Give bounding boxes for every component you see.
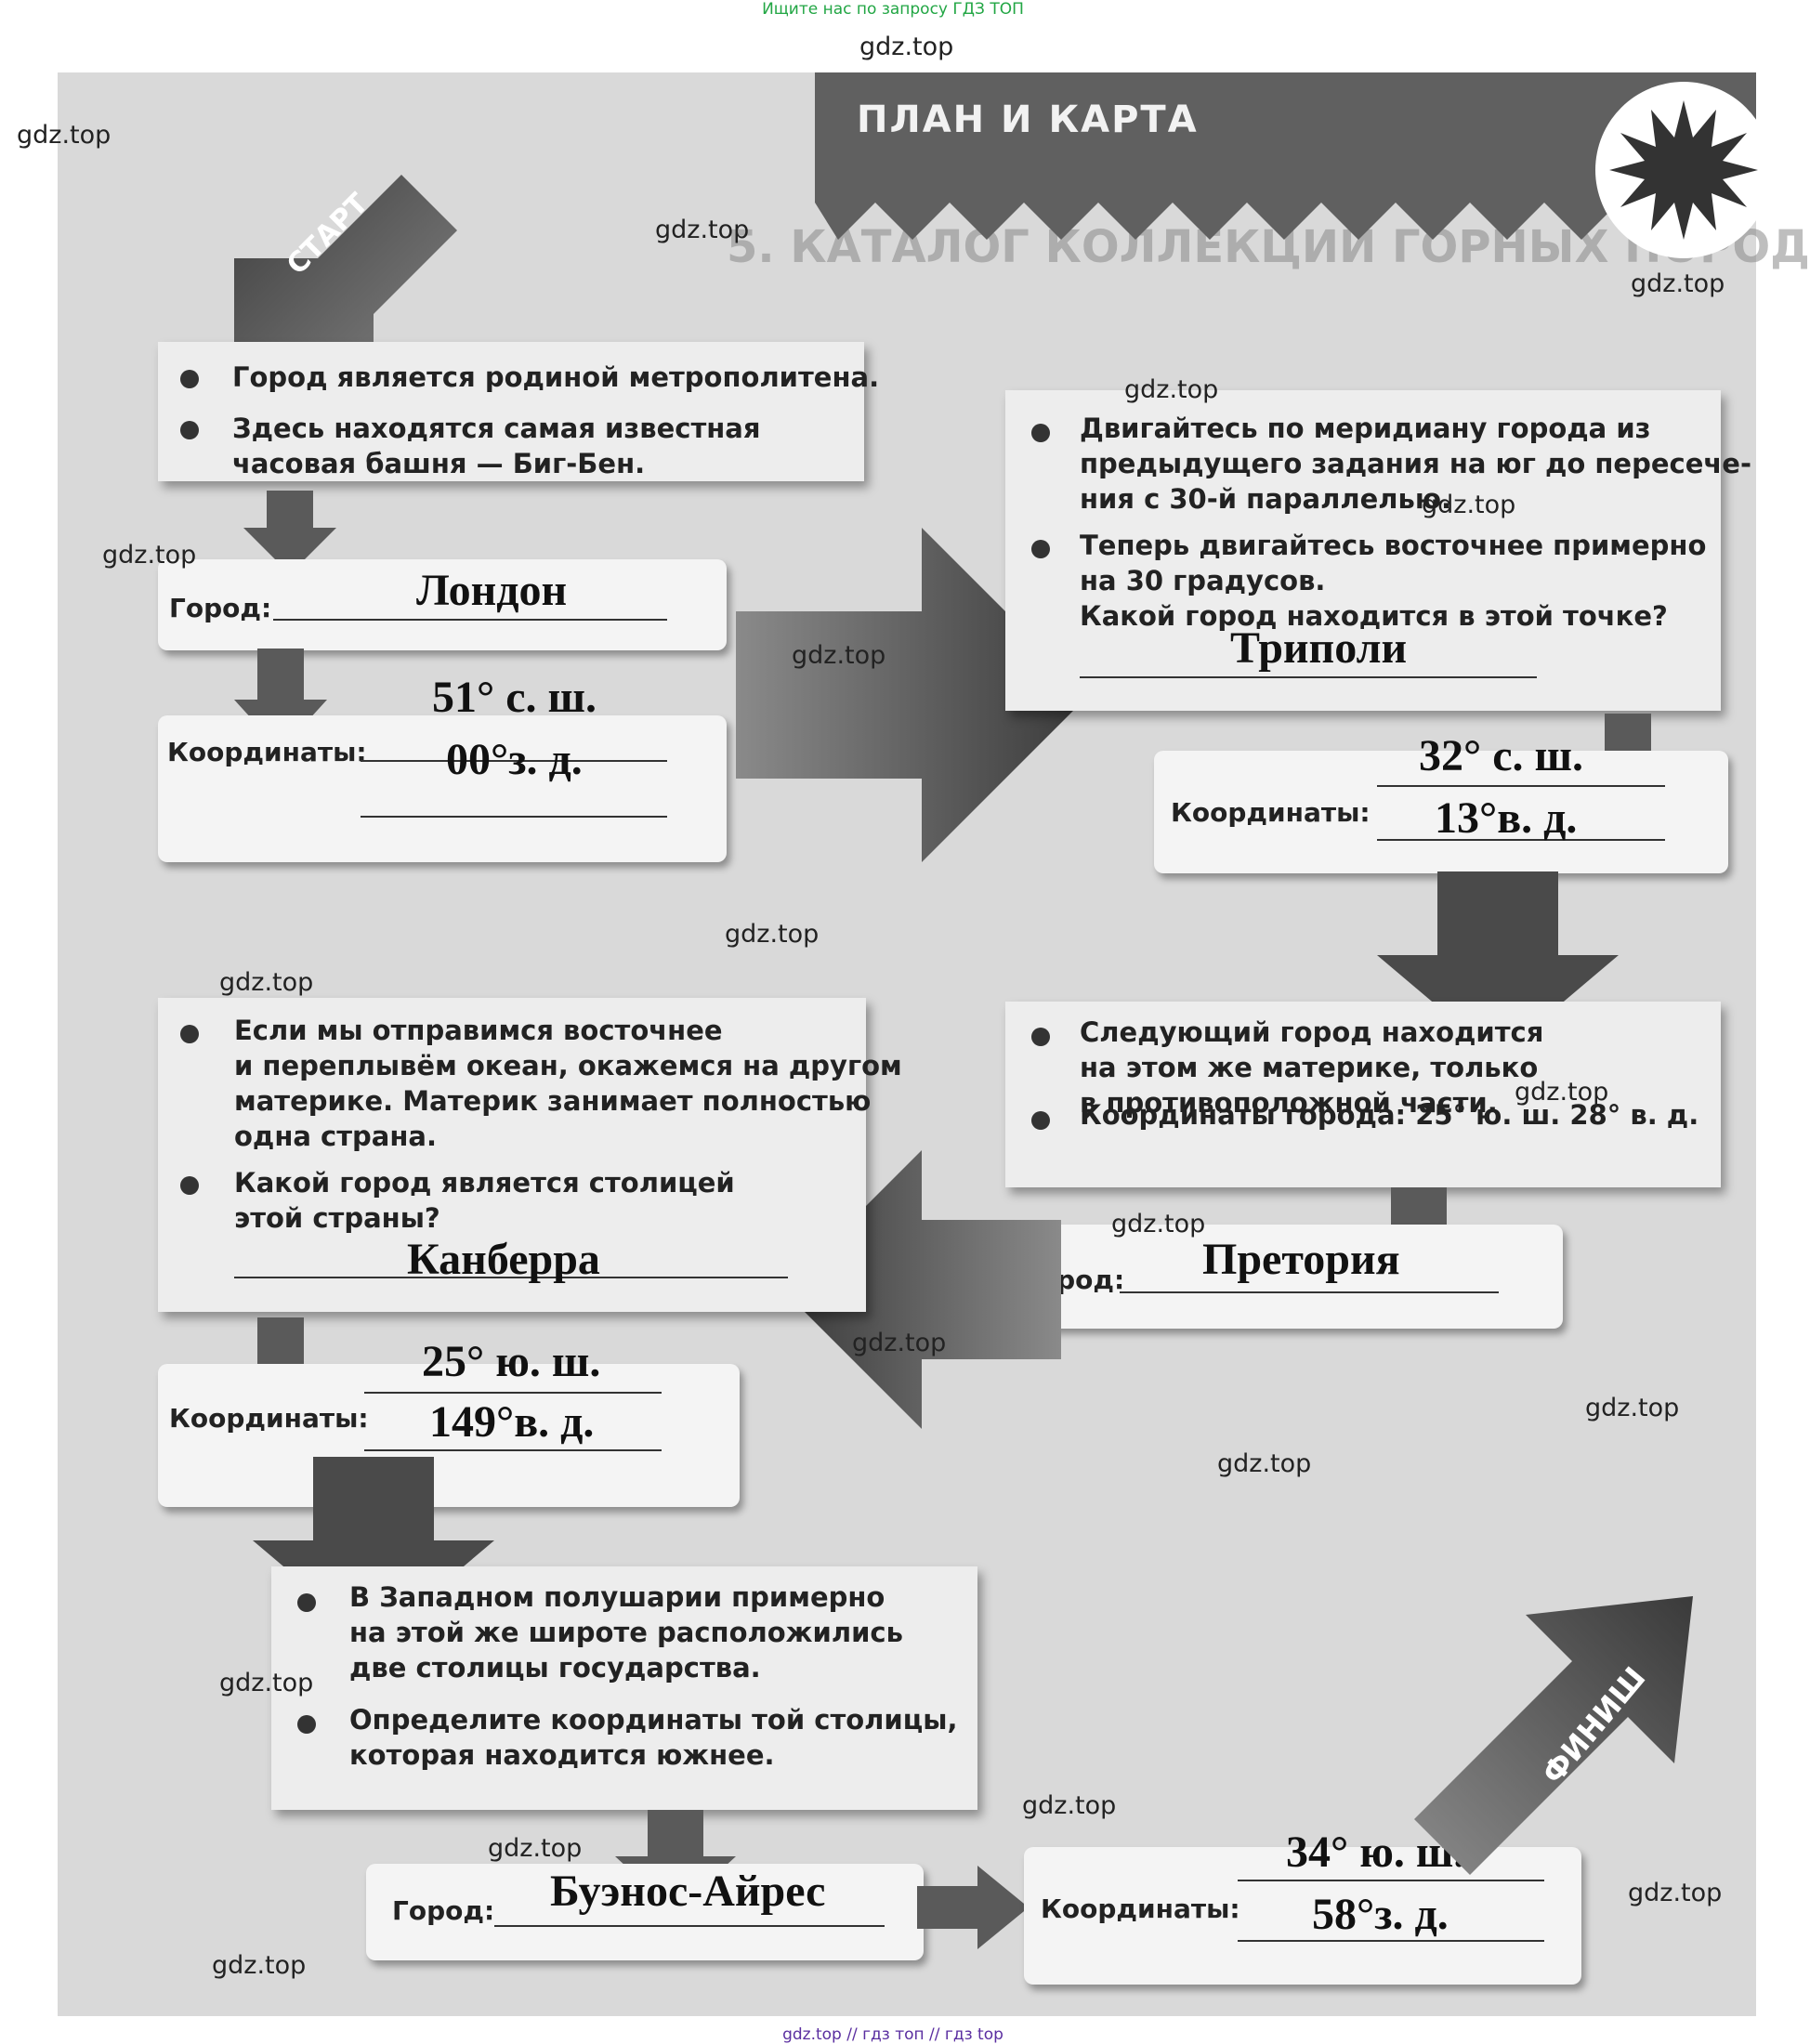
lon-4-answer: 149°в. д. [429,1397,595,1447]
bottom-note: gdz.top // гдз топ // гдз top [782,2025,1003,2044]
answer-line [1080,676,1537,678]
watermark: gdz.top [1628,1879,1723,1907]
city-2-answer: Триполи [1230,623,1408,673]
city-label: Город: [169,593,272,623]
answer-line [494,1925,885,1927]
bullet [297,1593,316,1612]
city-1-answer: Лондон [416,566,568,615]
task-1-bullet-1: Город является родиной метрополитена. [232,361,880,393]
bullet [1031,1028,1050,1046]
watermark: gdz.top [488,1834,583,1863]
task-3-bullet-1: Следующий город находится на этом же мат… [1080,1016,1544,1119]
coords-label: Координаты: [169,1403,369,1434]
watermark: gdz.top [102,541,197,570]
city-5-card [366,1864,924,1960]
right-arrow [917,1866,1029,1949]
city-1-card [158,559,727,650]
lon-5-answer: 58°з. д. [1312,1890,1449,1939]
answer-line [1120,1291,1499,1293]
answer-line [1238,1880,1544,1881]
coords-4-card [158,1364,740,1507]
watermark: gdz.top [1585,1394,1680,1422]
task-3-box [1005,1002,1721,1187]
watermark: gdz.top [852,1329,947,1357]
task-2-bullet-1: Двигайтесь по меридиану города из предыд… [1080,413,1752,515]
coords-2-card [1154,751,1728,873]
answer-line [1377,839,1665,841]
watermark: gdz.top [212,1951,307,1980]
coords-label: Координаты: [167,737,367,767]
coords-1-card [158,715,727,862]
city-4-answer: Канберра [407,1235,600,1284]
bullet [1031,540,1050,558]
down-arrow [253,1457,494,1643]
watermark: gdz.top [859,33,954,61]
city-3-answer: Претория [1202,1235,1400,1284]
task-2-bullet-2: Теперь двигайтесь восточнее примерно на … [1080,530,1707,632]
watermark: gdz.top [1124,375,1219,404]
task-5-bullet-2: Определите координаты той столицы, котор… [349,1704,958,1771]
banner-zigzag [815,203,1756,240]
bullet [1031,424,1050,442]
worksheet-page: 5. КАТАЛОГ КОЛЛЕКЦИЙ ГОРНЫХ ПОРОД ПЛАН И… [58,72,1810,2016]
finish-arrow [1414,1596,1693,1875]
watermark: gdz.top [655,216,750,244]
task-5-bullet-1: В Западном полушарии примерно на этой же… [349,1581,903,1684]
bullet [180,370,199,388]
down-arrow [1377,871,1619,1057]
coords-label: Координаты: [1171,797,1371,828]
bullet [297,1715,316,1734]
watermark: gdz.top [219,1669,314,1697]
lat-1-answer: 51° с. ш. [432,673,597,722]
bullet [180,1176,199,1195]
answer-line [364,1449,662,1451]
task-3-bullet-2: Координаты города: 25° ю. ш. 28° в. д. [1080,1099,1699,1131]
bullet [180,421,199,439]
watermark: gdz.top [792,641,886,670]
answer-line [361,760,667,762]
answer-line [361,816,667,818]
watermark: gdz.top [1515,1078,1609,1107]
star-burst-icon [1595,82,1772,258]
answer-line [234,1277,788,1278]
watermark: gdz.top [1022,1791,1117,1820]
header-title: ПЛАН И КАРТА [857,98,1199,141]
task-4-bullet-2: Какой город является столицей этой стран… [234,1167,735,1234]
city-5-answer: Буэнос-Айрес [550,1867,826,1916]
task-5-box [271,1566,977,1810]
watermark: gdz.top [17,121,111,150]
coords-label: Координаты: [1041,1893,1240,1924]
right-arrow [736,528,1089,862]
bullet [180,1025,199,1043]
watermark: gdz.top [1111,1210,1206,1238]
down-arrow [615,1810,736,1912]
answer-line [1377,785,1665,787]
lon-2-answer: 13°в. д. [1435,793,1578,843]
watermark: gdz.top [1422,491,1516,519]
answer-line [1238,1940,1544,1942]
task-4-bullet-1: Если мы отправимся восточнее и переплывё… [234,1015,902,1152]
top-note: Ищите нас по запросу ГДЗ ТОП [762,0,1024,19]
answer-line [273,619,667,621]
task-1-box [158,342,864,481]
down-arrow [243,491,336,574]
task-4-box [158,998,866,1312]
lat-2-answer: 32° с. ш. [1419,731,1584,780]
lat-4-answer: 25° ю. ш. [422,1337,601,1386]
answer-line [364,1392,662,1394]
lon-1-answer: 00°з. д. [446,735,583,784]
task-2-box [1005,390,1721,711]
watermark: gdz.top [219,968,314,997]
watermark: gdz.top [1217,1449,1312,1478]
task-1-bullet-2: Здесь находятся самая известная часовая … [232,413,761,479]
city-label: Город: [392,1895,495,1926]
coords-5-card [1024,1847,1581,1985]
bullet [1031,1111,1050,1130]
watermark: gdz.top [725,920,820,949]
city-3-card [1005,1225,1563,1329]
watermark: gdz.top [1631,269,1725,298]
